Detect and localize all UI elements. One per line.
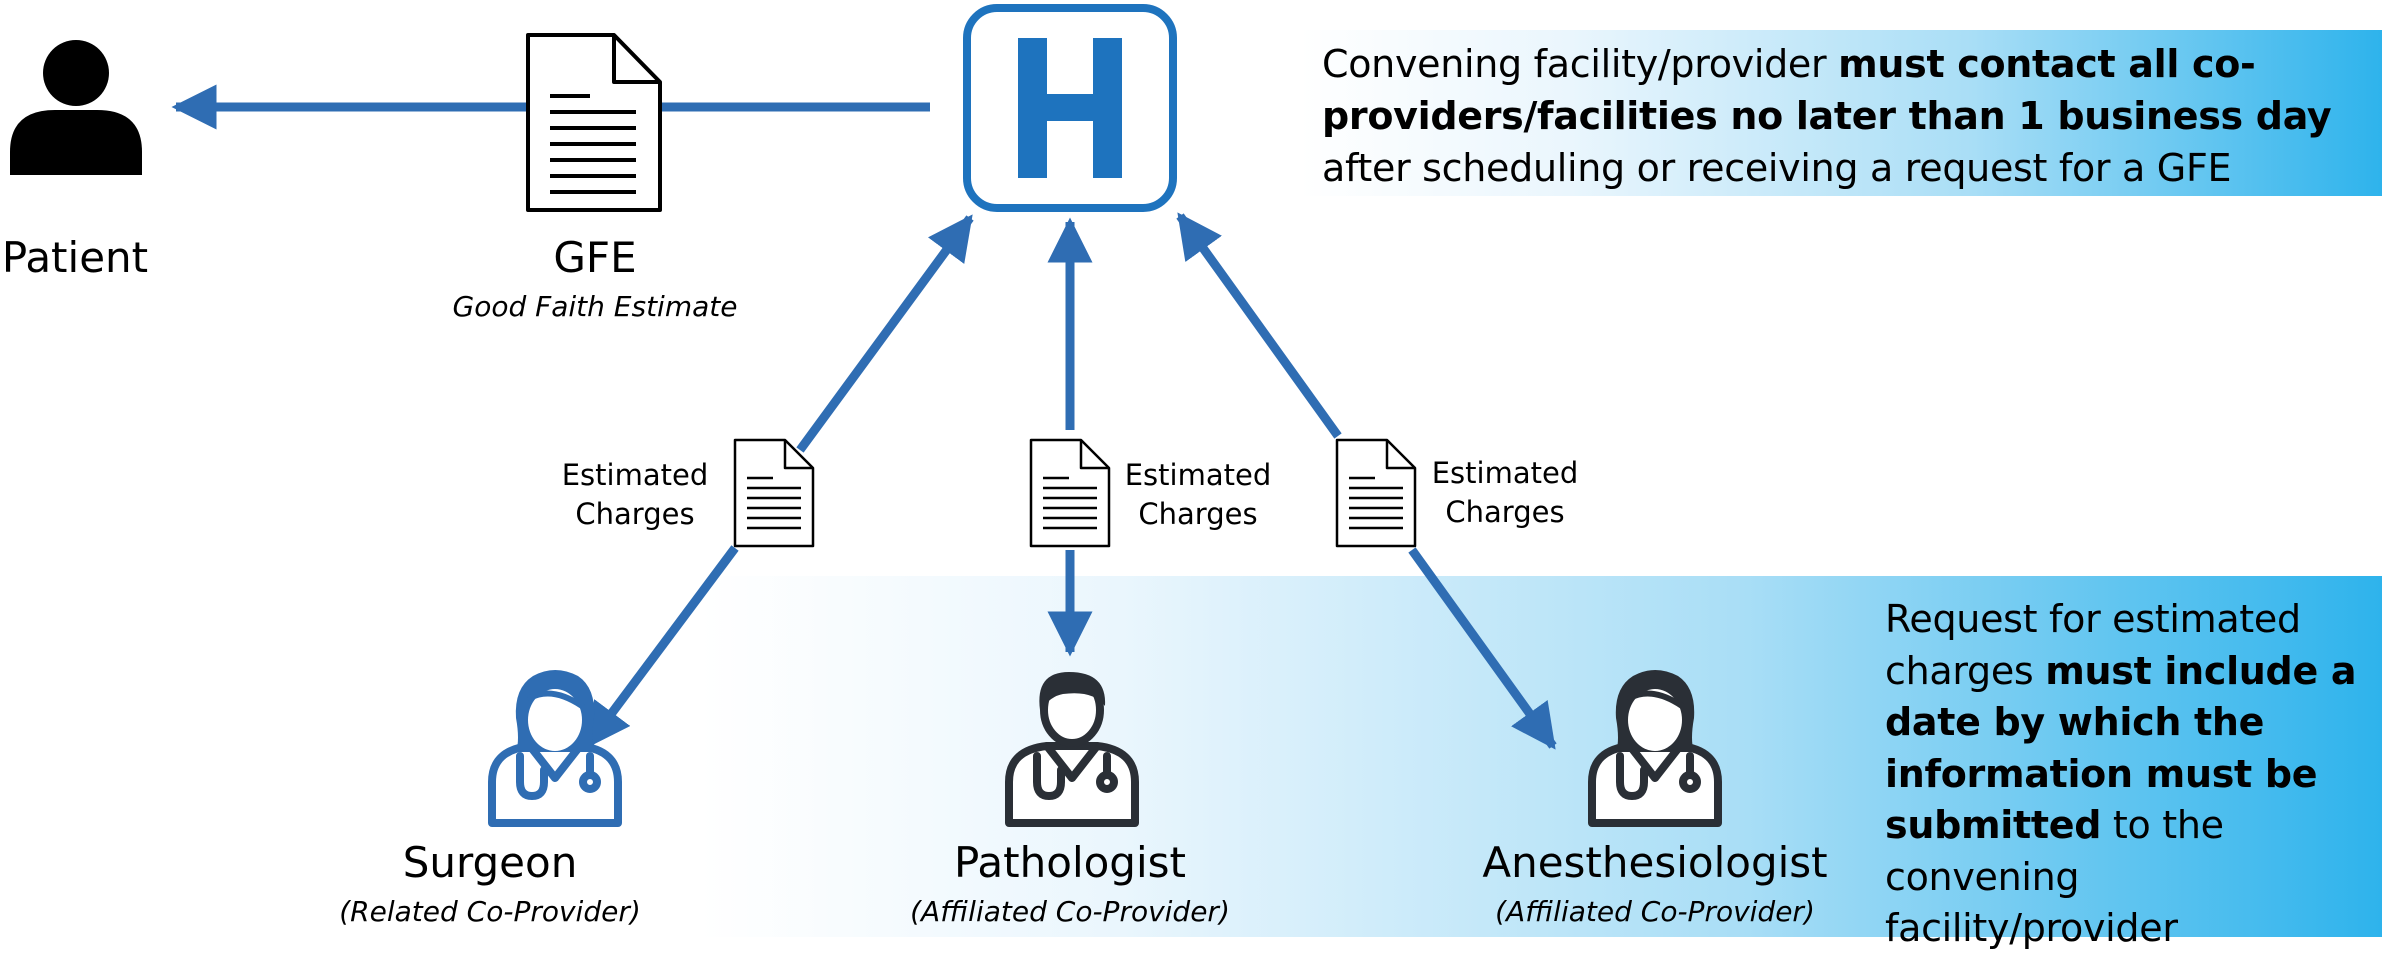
doctor-icon xyxy=(1588,670,1722,827)
arrow-facility-to-anesthesiologist xyxy=(1408,547,1557,750)
estimated-charges-label-anesthesiologist: Estimated Charges xyxy=(1431,456,1579,529)
gfe-label: GFE xyxy=(553,233,637,282)
gfe-sublabel: Good Faith Estimate xyxy=(452,290,738,323)
arrow-anesthesiologist-charges-to-facility xyxy=(1176,212,1342,439)
estimated-charges-label-pathologist: Estimated Charges xyxy=(1124,458,1272,531)
anesthesiologist-label: Anesthesiologist xyxy=(1482,838,1828,887)
doctor-icon xyxy=(488,670,622,827)
patient-label: Patient xyxy=(1,233,149,282)
doctor-icon xyxy=(1005,672,1139,827)
pathologist-label: Pathologist xyxy=(953,838,1186,887)
document-icon xyxy=(1335,438,1417,548)
top-note: Convening facility/provider must contact… xyxy=(1322,42,2332,190)
estimated-charges-label-surgeon: Estimated Charges xyxy=(561,458,709,531)
bottom-note: Request for estimated charges must inclu… xyxy=(1885,597,2357,950)
document-icon xyxy=(733,438,815,548)
surgeon-label: Surgeon xyxy=(402,838,578,887)
document-icon xyxy=(1029,438,1111,548)
arrow-surgeon-charges-to-facility xyxy=(796,214,974,453)
document-icon xyxy=(526,33,662,212)
pathologist-role: (Affiliated Co-Provider) xyxy=(910,895,1230,928)
top-note-banner xyxy=(1300,30,2382,196)
anesthesiologist-role: (Affiliated Co-Provider) xyxy=(1495,895,1815,928)
arrows xyxy=(171,84,1557,750)
person-icon xyxy=(10,40,142,175)
hospital-icon xyxy=(963,4,1177,212)
arrow-facility-to-surgeon xyxy=(584,545,739,749)
surgeon-role: (Related Co-Provider) xyxy=(339,895,641,928)
bottom-note-banner xyxy=(700,576,2382,937)
